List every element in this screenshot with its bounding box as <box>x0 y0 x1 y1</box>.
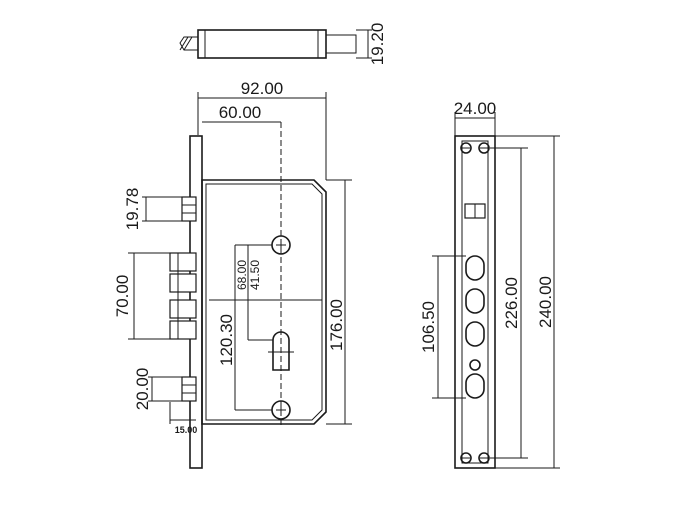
screw-icon-bottom <box>460 452 490 464</box>
dim-case-height: 176.00 <box>327 299 346 351</box>
dim-backset: 60.00 <box>219 103 262 122</box>
screw-icon-top <box>460 142 490 154</box>
dim-faceplate-height: 240.00 <box>536 276 555 328</box>
front-view-case: 92.00 60.00 19.78 70.00 20.00 15.00 68.0… <box>113 79 352 469</box>
dim-bolt-height: 19.20 <box>368 23 387 66</box>
dim-case-inner-height: 120.30 <box>217 314 236 366</box>
dim-latch-offset: 19.78 <box>123 188 142 231</box>
dim-hole-spacing-a: 68.00 <box>235 260 249 290</box>
side-view-faceplate: 24.00 106.50 226.00 240.00 <box>419 99 560 469</box>
top-view-bolt: 19.20 <box>179 23 387 66</box>
dim-overall-width: 92.00 <box>241 79 284 98</box>
dim-slot-span: 106.50 <box>419 301 438 353</box>
dim-deadbolt-span: 70.00 <box>113 275 132 318</box>
dim-lower-bolt: 20.00 <box>133 368 152 411</box>
dim-bolt-projection: 15.00 <box>175 425 198 435</box>
dim-screw-span: 226.00 <box>502 277 521 329</box>
dim-faceplate-width: 24.00 <box>454 99 497 118</box>
dim-hole-spacing-b: 41.50 <box>248 260 262 290</box>
